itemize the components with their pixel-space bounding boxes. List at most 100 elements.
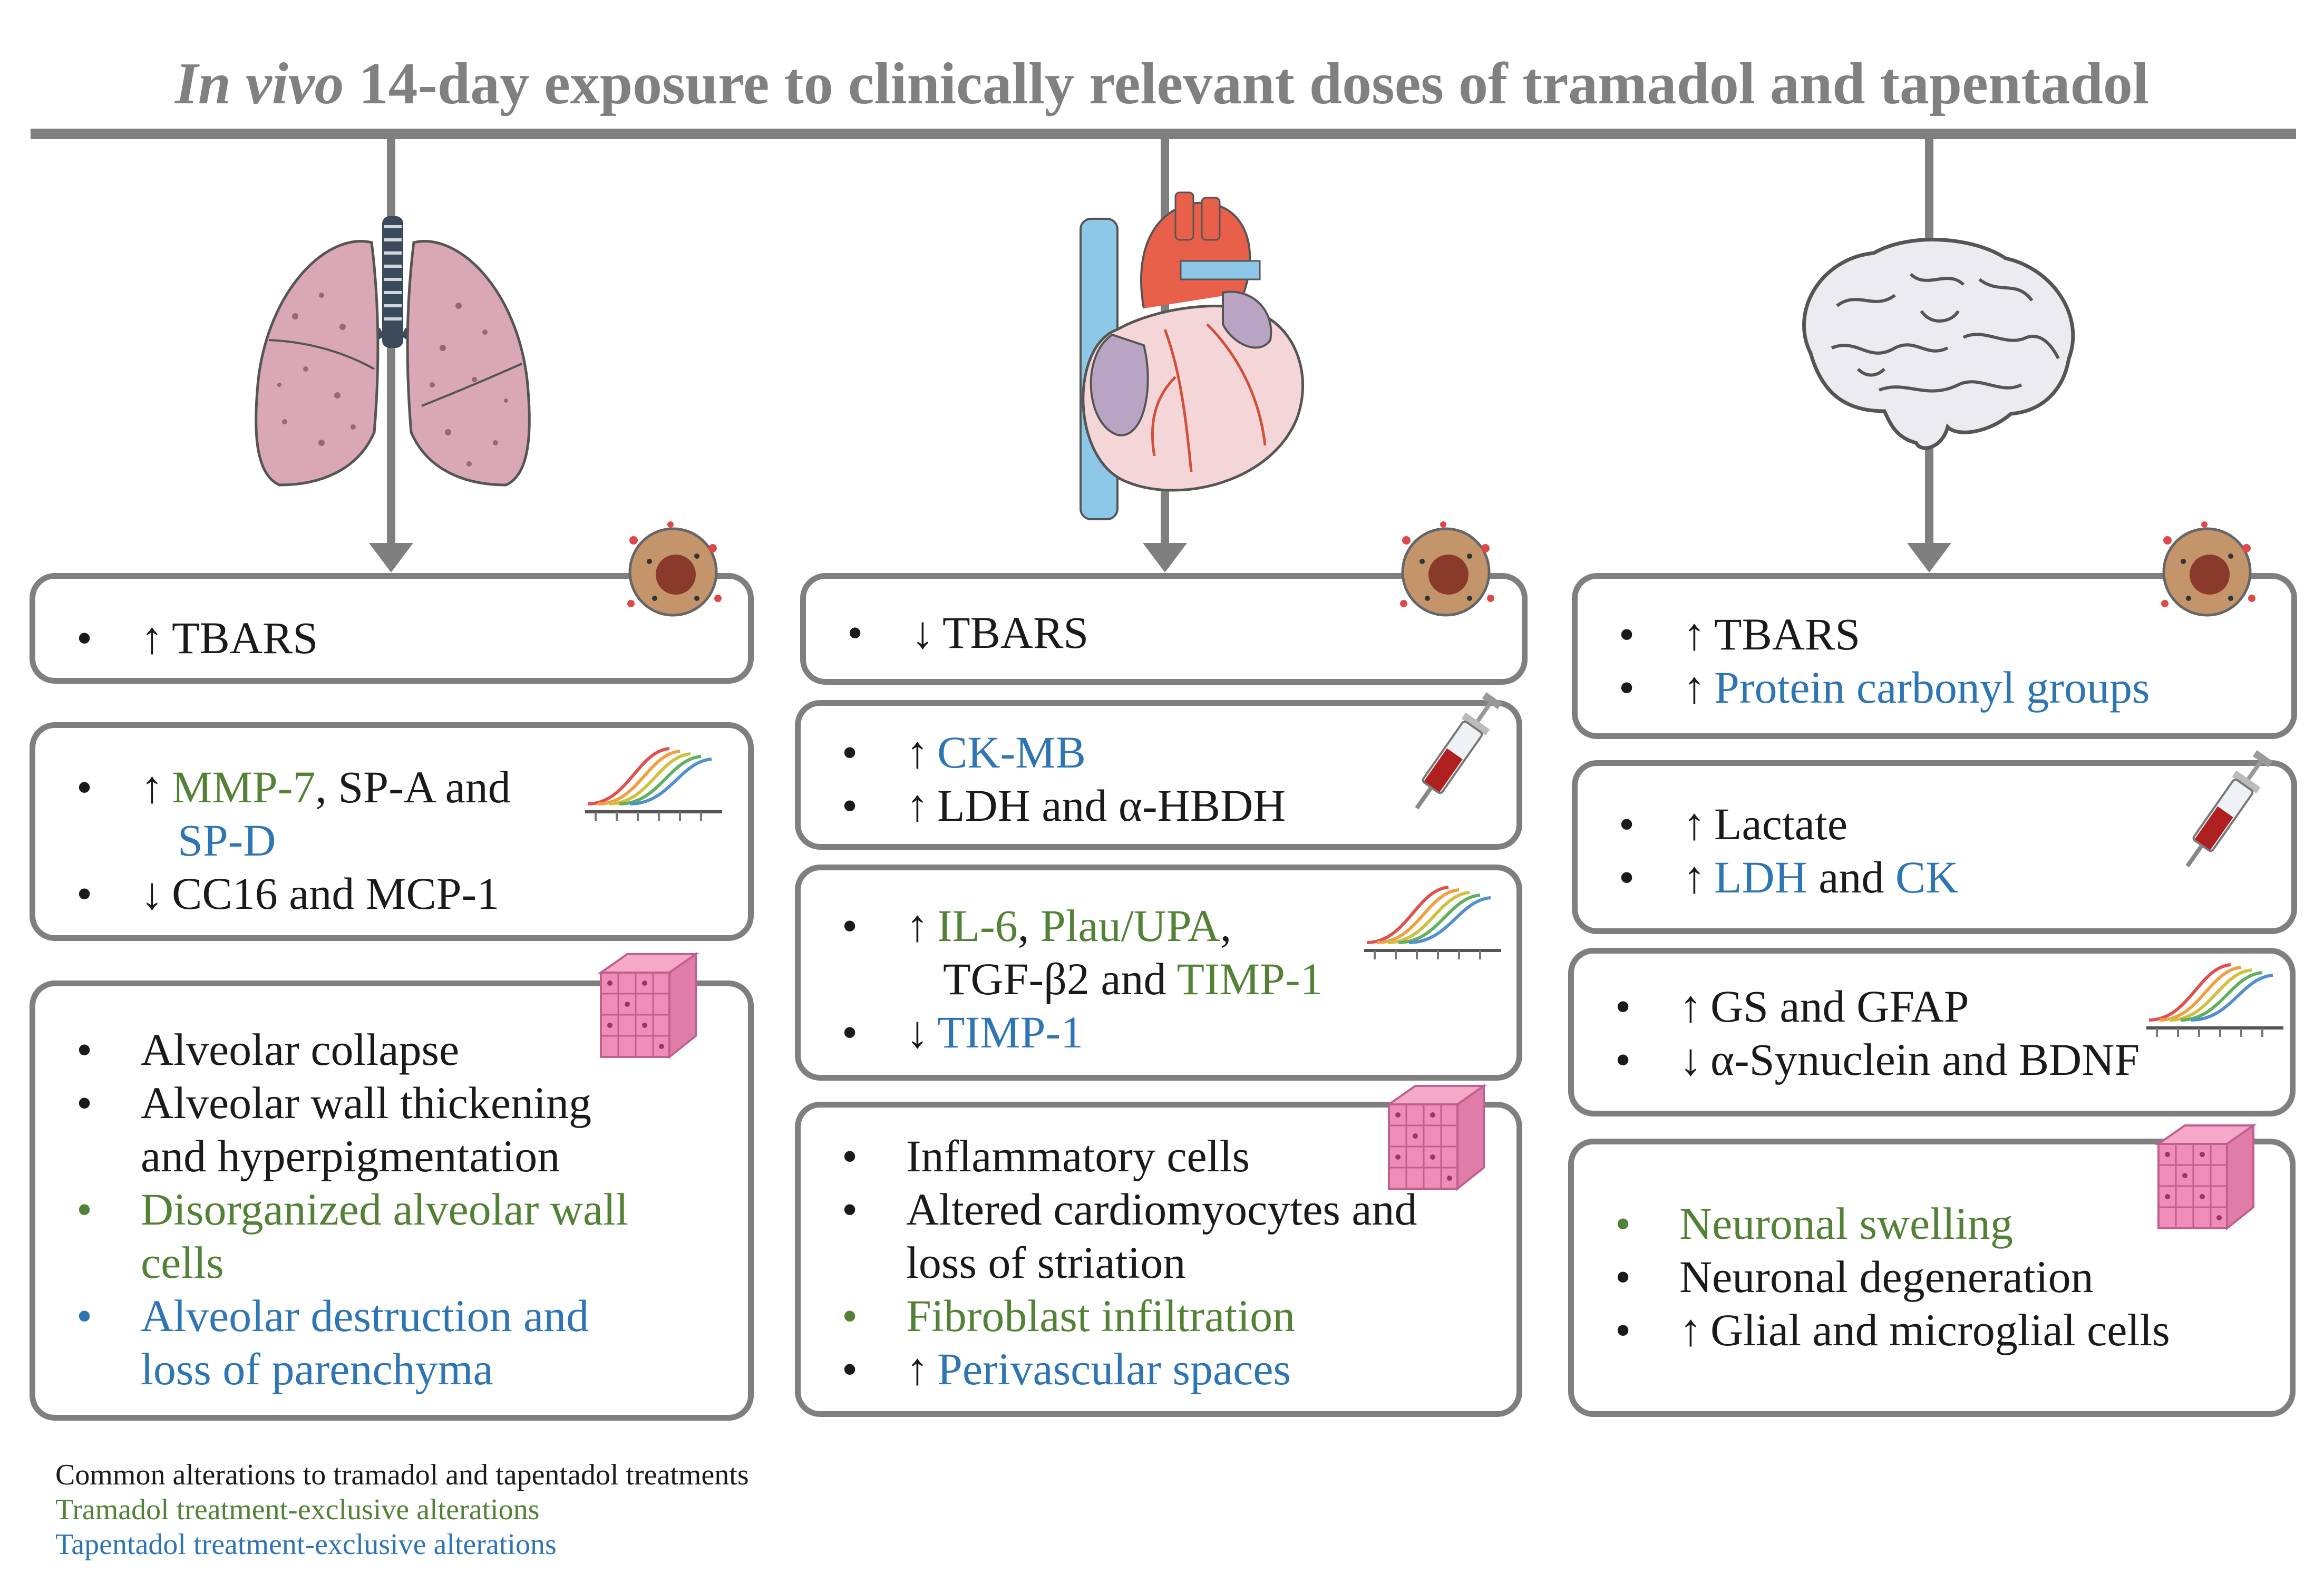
change-arrow: ↑ <box>1683 662 1706 713</box>
list-item: ↑CK-MB <box>801 726 1286 779</box>
item-text: cells <box>141 1237 224 1288</box>
change-arrow: ↓ <box>906 1007 929 1057</box>
brain-serum-box: ↑Lactate↑LDH and CK <box>1572 760 2297 934</box>
legend-tramadol: Tramadol treatment-exclusive alterations <box>55 1493 540 1526</box>
heart-serum-box: ↑CK-MB↑LDH and α-HBDH <box>795 700 1522 850</box>
change-arrow: ↑ <box>906 1344 929 1394</box>
change-arrow: ↓ <box>1679 1034 1702 1085</box>
list-item: ↓CC16 and MCP-1 <box>35 867 511 920</box>
item-text: loss of striation <box>906 1237 1186 1288</box>
change-arrow: ↑ <box>906 727 929 778</box>
list-item: SP-D <box>35 814 511 867</box>
list-item: ↑Glial and microglial cells <box>1574 1304 2170 1357</box>
list-item: Fibroblast infiltration <box>801 1289 1417 1343</box>
legend-tapentadol: Tapentadol treatment-exclusive alteratio… <box>55 1528 557 1561</box>
list-item: ↑Protein carbonyl groups <box>1578 661 2150 714</box>
item-text: IL-6 <box>937 900 1018 951</box>
list-item: ↓α-Synuclein and BDNF <box>1574 1033 2140 1086</box>
lungs-oxidative-box: ↑TBARS <box>30 573 754 684</box>
tissue-icon <box>597 952 699 1060</box>
item-text: CK-MB <box>937 727 1086 778</box>
list-item: Alveolar collapse <box>35 1023 628 1076</box>
item-text: Neuronal swelling <box>1679 1198 2013 1249</box>
item-text: Neuronal degeneration <box>1679 1251 2094 1302</box>
heart-gene-box: ↑IL-6, Plau/UPA,TGF-β2 and TIMP-1↓TIMP-1 <box>795 865 1522 1081</box>
gene-expression-icon <box>1364 886 1501 959</box>
item-text: SP-D <box>178 815 276 866</box>
list-item: ↑LDH and α-HBDH <box>801 779 1286 832</box>
lungs-histology-list: Alveolar collapseAlveolar wall thickenin… <box>35 1023 628 1396</box>
change-arrow: ↑ <box>1679 1305 1702 1355</box>
list-item: ↑TBARS <box>1578 608 2150 661</box>
item-text: Disorganized alveolar wall <box>141 1184 628 1235</box>
change-arrow: ↑ <box>906 780 929 831</box>
item-text: Altered cardiomyocytes and <box>906 1184 1417 1235</box>
lungs-histology-box: Alveolar collapseAlveolar wall thickenin… <box>30 980 754 1421</box>
page-title: In vivo 14-day exposure to clinically re… <box>0 50 2324 118</box>
list-item: ↑MMP-7, SP-A and <box>35 761 511 814</box>
item-text: Alveolar destruction and <box>141 1290 589 1341</box>
heart-oxidative-list: ↓TBARS <box>806 606 1088 659</box>
heart-icon <box>1080 191 1304 520</box>
item-text: α-Synuclein and BDNF <box>1710 1034 2140 1085</box>
list-item: Inflammatory cells <box>801 1130 1417 1183</box>
list-item: ↑GS and GFAP <box>1574 980 2140 1033</box>
list-item: cells <box>35 1236 628 1289</box>
brain-serum-list: ↑Lactate↑LDH and CK <box>1578 798 1958 904</box>
legend-common: Common alterations to tramadol and tapen… <box>55 1459 749 1491</box>
item-text: , <box>1220 900 1232 951</box>
change-arrow: ↑ <box>1683 852 1706 902</box>
item-text: Glial and microglial cells <box>1710 1305 2170 1355</box>
brain-gene-list: ↑GS and GFAP↓α-Synuclein and BDNF <box>1574 980 2140 1086</box>
item-text: Protein carbonyl groups <box>1714 662 2150 713</box>
item-text: TBARS <box>172 613 318 663</box>
item-text: loss of parenchyma <box>141 1344 493 1394</box>
list-item: Alveolar destruction and <box>35 1289 628 1343</box>
lungs-oxidative-list: ↑TBARS <box>35 611 318 665</box>
list-item: Alveolar wall thickening <box>35 1076 628 1130</box>
item-text: , <box>1017 900 1041 951</box>
list-item: Neuronal swelling <box>1574 1197 2170 1250</box>
change-arrow: ↑ <box>1683 609 1706 659</box>
change-arrow: ↑ <box>1683 799 1706 849</box>
item-text: MMP-7 <box>172 762 316 812</box>
item-text: LDH and α-HBDH <box>937 780 1286 831</box>
gene-expression-icon <box>585 747 722 821</box>
list-item: Neuronal degeneration <box>1574 1250 2170 1304</box>
list-item: and hyperpigmentation <box>35 1130 628 1183</box>
heart-gene-list: ↑IL-6, Plau/UPA,TGF-β2 and TIMP-1↓TIMP-1 <box>801 899 1323 1059</box>
arrowhead-lungs <box>369 543 413 572</box>
change-arrow: ↓ <box>141 868 163 919</box>
item-text: TBARS <box>1714 609 1861 659</box>
list-item: ↑IL-6, Plau/UPA, <box>801 899 1323 953</box>
brain-icon <box>1802 238 2075 450</box>
change-arrow: ↑ <box>1679 981 1702 1032</box>
syringe-icon <box>1415 692 1502 810</box>
item-text: and hyperpigmentation <box>141 1131 560 1181</box>
brain-gene-box: ↑GS and GFAP↓α-Synuclein and BDNF <box>1568 948 2296 1116</box>
heart-histology-list: Inflammatory cellsAltered cardiomyocytes… <box>801 1130 1417 1396</box>
oxidative-cell-icon <box>2161 521 2255 617</box>
item-text: TIMP-1 <box>1176 954 1323 1004</box>
brain-histology-list: Neuronal swellingNeuronal degeneration↑G… <box>1574 1197 2170 1357</box>
item-text: , SP-A and <box>315 762 511 812</box>
arrowhead-heart <box>1143 543 1187 572</box>
lungs-icon <box>255 216 531 487</box>
tissue-icon <box>2155 1123 2257 1231</box>
gene-expression-icon <box>2146 963 2283 1037</box>
heart-serum-list: ↑CK-MB↑LDH and α-HBDH <box>801 726 1286 832</box>
list-item: loss of striation <box>801 1236 1417 1289</box>
item-text: TBARS <box>942 607 1089 658</box>
list-item: ↑Lactate <box>1578 798 1958 851</box>
brain-oxidative-list: ↑TBARS↑Protein carbonyl groups <box>1578 608 2150 714</box>
item-text: Plau/UPA <box>1040 900 1220 951</box>
list-item: ↑Perivascular spaces <box>801 1343 1417 1396</box>
list-item: Disorganized alveolar wall <box>35 1183 628 1236</box>
item-text: Fibroblast infiltration <box>906 1290 1296 1341</box>
oxidative-cell-icon <box>1400 521 1494 617</box>
list-item: ↑LDH and CK <box>1578 851 1958 904</box>
title-italic: In vivo <box>175 51 344 116</box>
change-arrow: ↑ <box>141 762 163 812</box>
